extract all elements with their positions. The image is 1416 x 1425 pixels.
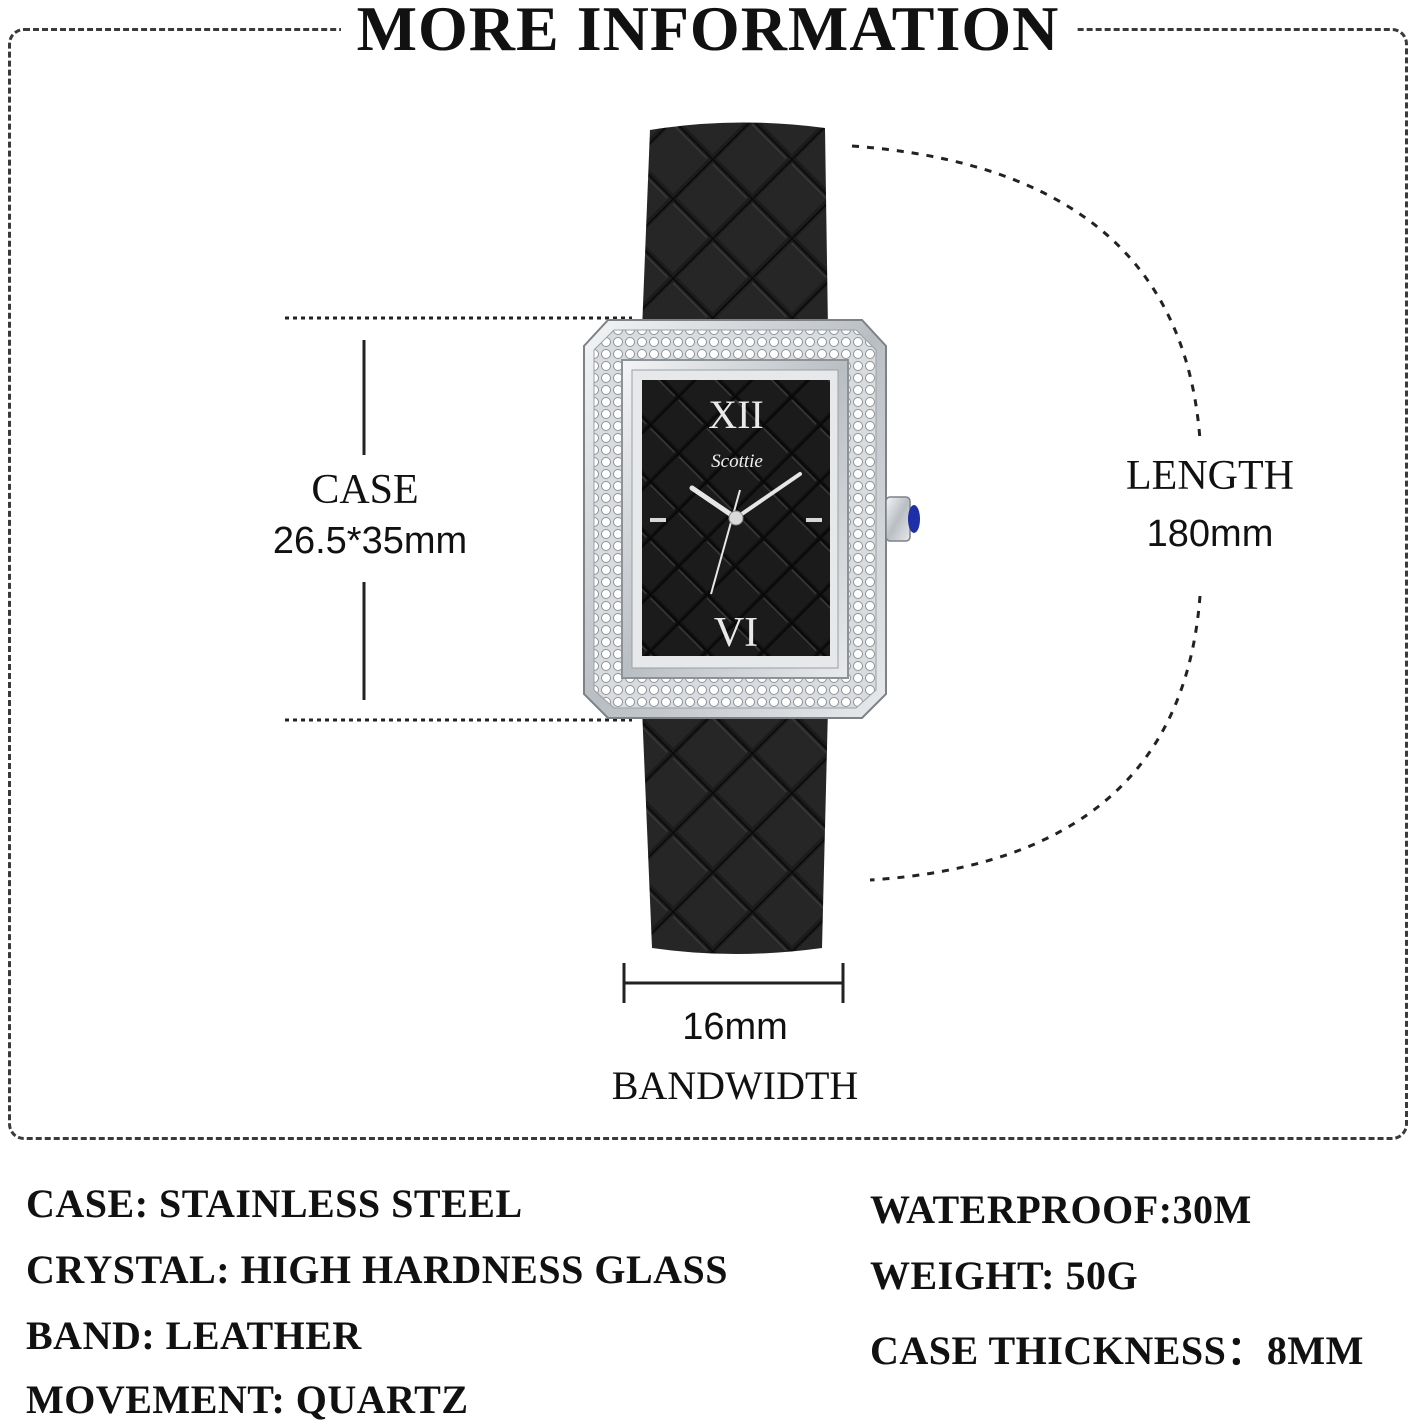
second-hand (710, 489, 741, 595)
length-value: 180mm (1146, 513, 1274, 555)
hour-hand (689, 485, 739, 521)
leather-strap (642, 122, 828, 954)
numeral-twelve: XII (708, 392, 764, 437)
spec-band: BAND: LEATHER (26, 1313, 362, 1358)
minute-hand (734, 472, 802, 520)
numeral-six: VI (714, 610, 758, 656)
length-arc-guide (851, 144, 1202, 882)
bandwidth-guide (622, 963, 845, 1003)
brand-logo: Scottie (711, 451, 763, 472)
hour-marker-three (806, 518, 822, 522)
case-size-value: 26.5*35mm (272, 520, 468, 562)
hour-marker-nine (650, 518, 666, 522)
spec-weight: WEIGHT: 50G (870, 1253, 1139, 1298)
spec-crystal: CRYSTAL: HIGH HARDNESS GLASS (26, 1247, 729, 1292)
case-size-label: CASE (311, 467, 419, 513)
spec-waterproof: WATERPROOF:30M (870, 1187, 1252, 1232)
bandwidth-label: BANDWIDTH (611, 1063, 859, 1108)
hand-pin (728, 510, 744, 526)
bandwidth-value: 16mm (682, 1006, 788, 1048)
spec-case-material: CASE: STAINLESS STEEL (26, 1181, 523, 1226)
spec-movement: MOVEMENT: QUARTZ (26, 1377, 469, 1422)
page-title: MORE INFORMATION (0, 0, 1416, 64)
watch-dial: XII VI Scottie (642, 380, 830, 656)
length-label: LENGTH (1126, 453, 1294, 499)
case-dimension-guides (285, 316, 632, 722)
crown (885, 496, 920, 542)
spec-case-thickness: CASE THICKNESS：8MM (870, 1328, 1364, 1373)
